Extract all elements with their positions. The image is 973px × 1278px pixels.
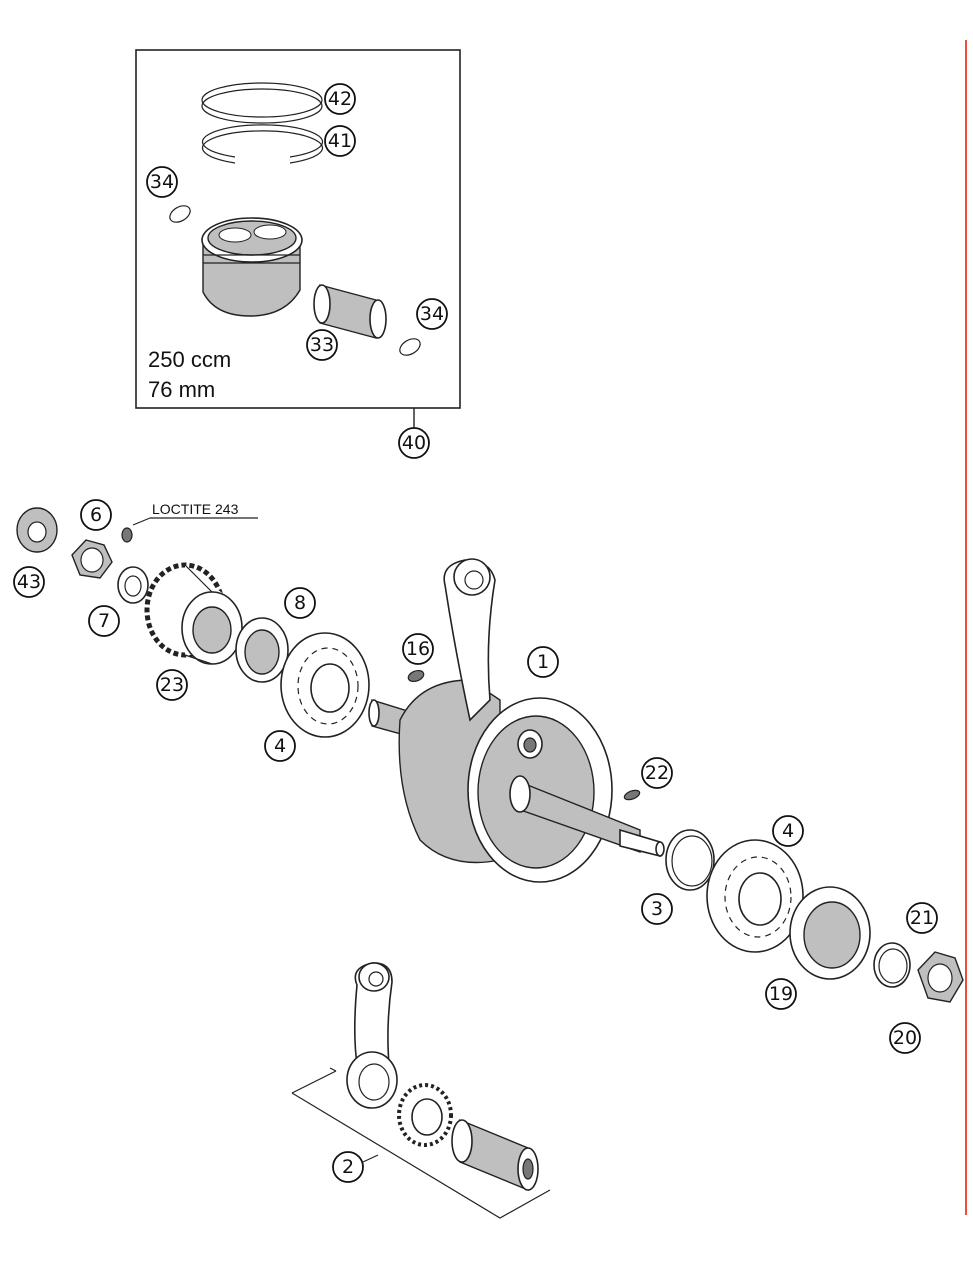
- washer-21: [873, 942, 911, 988]
- svg-text:42: 42: [328, 88, 352, 110]
- displacement-label: 250 ccm: [148, 347, 231, 372]
- piston: [201, 217, 303, 317]
- svg-text:1: 1: [537, 651, 549, 673]
- svg-text:6: 6: [90, 504, 102, 526]
- piston-ring-42: [201, 82, 323, 124]
- svg-text:2: 2: [342, 1156, 354, 1178]
- svg-text:8: 8: [294, 592, 306, 614]
- callout-22: 22: [641, 757, 673, 789]
- callout-42: 42: [324, 83, 356, 115]
- bearing-4-right: [706, 839, 804, 953]
- callout-3: 3: [641, 893, 673, 925]
- callout-40: 40: [398, 427, 430, 459]
- loctite-note: LOCTITE 243: [152, 501, 239, 517]
- callout-8: 8: [284, 587, 316, 619]
- callout-16: 16: [402, 633, 434, 665]
- svg-text:41: 41: [328, 130, 352, 152]
- piston-pin: [313, 284, 387, 339]
- svg-text:21: 21: [910, 907, 934, 929]
- callout-4-right: 4: [772, 815, 804, 847]
- svg-text:34: 34: [420, 303, 444, 325]
- callout-41: 41: [324, 125, 356, 157]
- conrod-kit-2: [291, 962, 551, 1219]
- callout-43: 43: [13, 566, 45, 598]
- gear-23: [144, 562, 243, 665]
- bearing-4-left: [280, 632, 370, 738]
- callout-2-leader: [362, 1154, 379, 1163]
- washer-43: [16, 507, 58, 553]
- svg-text:19: 19: [769, 983, 793, 1005]
- callout-34-lower: 34: [416, 298, 448, 330]
- callout-7: 7: [88, 605, 120, 637]
- kit-frame: [135, 49, 461, 409]
- svg-text:34: 34: [150, 171, 174, 193]
- callout-23: 23: [156, 669, 188, 701]
- shim-3: [665, 829, 715, 891]
- circlip-upper: [169, 205, 191, 223]
- svg-text:16: 16: [406, 638, 430, 660]
- svg-text:20: 20: [893, 1027, 917, 1049]
- callout-2: 2: [332, 1151, 364, 1183]
- callout-20: 20: [889, 1022, 921, 1054]
- svg-text:7: 7: [98, 610, 110, 632]
- svg-text:33: 33: [310, 334, 334, 356]
- callout-21: 21: [906, 902, 938, 934]
- callout-19: 19: [765, 978, 797, 1010]
- key-22: [623, 789, 641, 801]
- crankshaft-assembly: [368, 558, 665, 883]
- nut-20: [917, 951, 964, 1003]
- callout-4-left: 4: [264, 730, 296, 762]
- svg-text:23: 23: [160, 674, 184, 696]
- svg-text:3: 3: [651, 898, 663, 920]
- key-16: [407, 669, 425, 683]
- callout-34-upper: 34: [146, 166, 178, 198]
- seal-19: [789, 886, 871, 980]
- svg-text:40: 40: [402, 432, 426, 454]
- callout-1: 1: [527, 646, 559, 678]
- svg-text:4: 4: [782, 820, 794, 842]
- svg-text:43: 43: [17, 571, 41, 593]
- leader-lines: [132, 517, 337, 1072]
- piston-ring-41: [201, 124, 324, 164]
- circlip-lower: [399, 338, 421, 356]
- callout-6: 6: [80, 499, 112, 531]
- washer-7: [117, 566, 149, 604]
- callout-33: 33: [306, 329, 338, 361]
- bore-label: 76 mm: [148, 377, 215, 402]
- svg-text:22: 22: [645, 762, 669, 784]
- seal-8: [235, 617, 289, 683]
- svg-text:4: 4: [274, 735, 286, 757]
- piston-kit-box: 250 ccm 76 mm: [135, 49, 461, 428]
- key-6: [121, 527, 133, 543]
- nut-6: [71, 539, 113, 579]
